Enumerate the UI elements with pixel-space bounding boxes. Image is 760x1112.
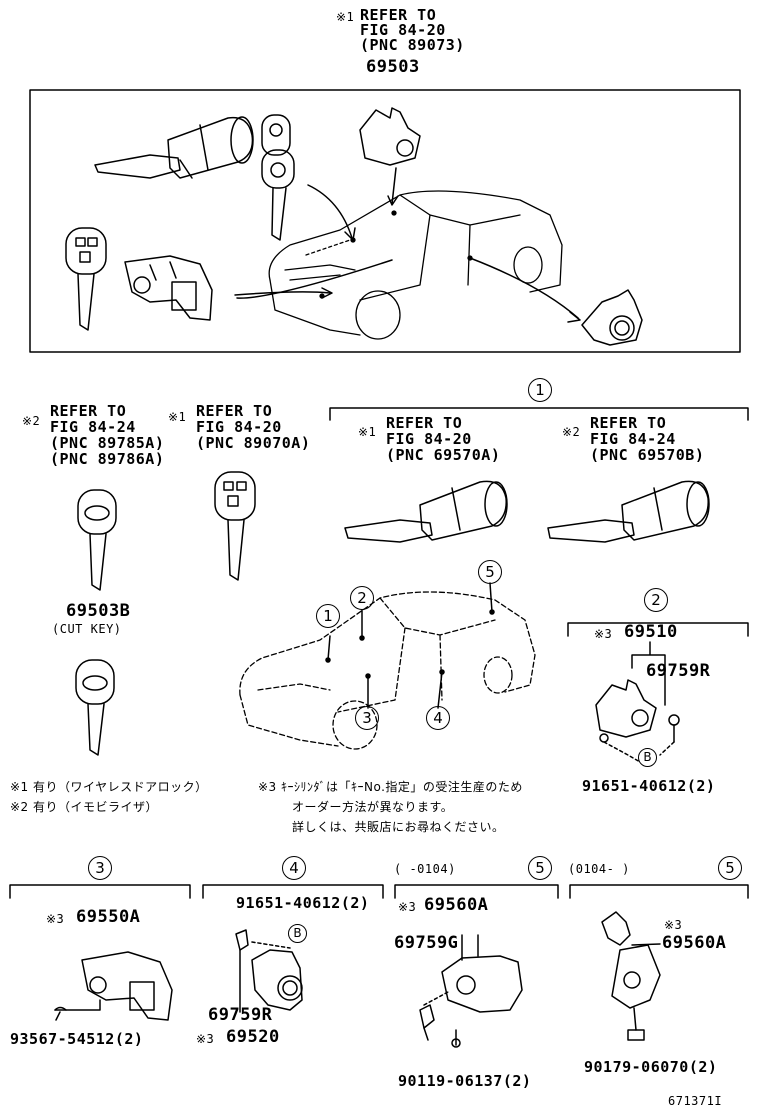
car-circle-1: 1 — [316, 604, 340, 628]
group1-bracket — [329, 407, 749, 421]
mid-cut-key-drawing — [75, 659, 115, 756]
grp2-sub-part-number: 69759R — [646, 661, 711, 681]
figure-number: 671371I — [668, 1094, 723, 1108]
mid-car-pointers — [325, 582, 495, 709]
mid-a-mark: ※2 — [22, 414, 41, 428]
section-circle-5b: 5 — [718, 856, 742, 880]
s4-part-number: 69520 — [226, 1027, 280, 1047]
s5b-part-number: 69560A — [662, 933, 727, 953]
mid-wireless-key-drawing — [214, 471, 256, 581]
group-circle-1: 1 — [528, 378, 552, 402]
section-circle-3: 3 — [88, 856, 112, 880]
s5b-range: (0104- ) — [568, 862, 630, 876]
mid-cylinder-b-drawing — [547, 480, 710, 543]
s5b-bolt-number: 90179-06070(2) — [584, 1058, 718, 1076]
mid-cylinder-a-drawing — [344, 480, 508, 543]
mid-trunk-cylinder-drawing — [595, 679, 680, 763]
s4-sub-part-number: 69759R — [208, 1005, 273, 1025]
mid-c-line1: REFER TO — [386, 414, 463, 432]
top-ref-mark: ※1 — [336, 10, 355, 24]
top-ignition-cylinder-drawing — [94, 116, 254, 179]
s5a-sub-part-number: 69759G — [394, 933, 459, 953]
mid-b-line1: REFER TO — [196, 402, 273, 420]
cut-key-label: (CUT KEY) — [52, 622, 122, 636]
note-3c: 詳しくは、共販店にお尋ねください。 — [292, 820, 505, 834]
s3-latch-drawing — [54, 951, 173, 1021]
note-1: ※1 有り（ワイヤレスドアロック） — [10, 780, 208, 794]
s3-mark: ※3 — [46, 912, 65, 926]
mid-b-line2: FIG 84-20 — [196, 418, 282, 436]
car-circle-2: 2 — [350, 586, 374, 610]
cut-key-part-number: 69503B — [66, 601, 131, 621]
top-arrows — [234, 184, 581, 323]
top-refer-line2: FIG 84-20 — [360, 21, 446, 39]
s3-bolt-number: 93567-54512(2) — [10, 1030, 144, 1048]
top-keys-drawing — [65, 114, 295, 331]
section-circle-4: 4 — [282, 856, 306, 880]
s5a-mark: ※3 — [398, 900, 417, 914]
mid-d-mark: ※2 — [562, 425, 581, 439]
mid-a-line1: REFER TO — [50, 402, 127, 420]
mid-d-line1: REFER TO — [590, 414, 667, 432]
top-refer-line1: REFER TO — [360, 6, 437, 24]
mid-b-line3: (PNC 89070A) — [196, 434, 311, 452]
mid-b-mark: ※1 — [168, 410, 187, 424]
s5a-cylinder-drawing — [419, 934, 523, 1048]
mid-c-mark: ※1 — [358, 425, 377, 439]
mid-d-line2: FIG 84-24 — [590, 430, 676, 448]
s3-part-number: 69550A — [76, 907, 141, 927]
s5a-part-number: 69560A — [424, 895, 489, 915]
bottom-brackets — [9, 884, 749, 899]
mid-immobilizer-key-drawing — [77, 489, 117, 591]
note-3b: オーダー方法が異なります。 — [292, 800, 454, 814]
mid-c-line3: (PNC 69570A) — [386, 446, 501, 464]
mid-d-line3: (PNC 69570B) — [590, 446, 705, 464]
group-circle-2: 2 — [644, 588, 668, 612]
top-car-drawing — [268, 190, 563, 340]
s5b-mark: ※3 — [664, 918, 683, 932]
mid-car-drawing — [239, 591, 536, 750]
s5b-cylinder-drawing — [601, 911, 661, 1041]
group2-bracket — [567, 622, 749, 706]
top-part-number: 69503 — [366, 57, 420, 77]
note-3a: ※3 ｷｰｼﾘﾝﾀﾞは「ｷｰNo.指定」の受注生産のため — [258, 780, 523, 794]
top-latch-drawing — [124, 255, 213, 321]
grp2-bolt-number: 91651-40612(2) — [582, 777, 716, 795]
s4-mark: ※3 — [196, 1032, 215, 1046]
grp2-part-number: 69510 — [624, 622, 678, 642]
s4-bolt-number: 91651-40612(2) — [236, 894, 370, 912]
top-door-cylinder-drawing — [581, 289, 643, 346]
s4-circle-b: B — [288, 924, 307, 943]
car-circle-5: 5 — [478, 560, 502, 584]
grp2-mark: ※3 — [594, 627, 613, 641]
note-2: ※2 有り（イモビライザ） — [10, 800, 159, 814]
s5a-bolt-number: 90119-06137(2) — [398, 1072, 532, 1090]
section-circle-5a: 5 — [528, 856, 552, 880]
mid-a-line2: FIG 84-24 — [50, 418, 136, 436]
top-bracket — [29, 89, 741, 353]
car-circle-4: 4 — [426, 706, 450, 730]
mid-a-line3: (PNC 89785A) — [50, 434, 165, 452]
s5a-range: ( -0104) — [394, 862, 456, 876]
top-trunk-cylinder-drawing — [359, 107, 421, 206]
mid-c-line2: FIG 84-20 — [386, 430, 472, 448]
car-circle-3: 3 — [355, 706, 379, 730]
top-refer-line3: (PNC 89073) — [360, 36, 465, 54]
grp2-circle-b: B — [638, 748, 657, 767]
s4-cylinder-drawing — [235, 929, 303, 1013]
mid-a-line4: (PNC 89786A) — [50, 450, 165, 468]
